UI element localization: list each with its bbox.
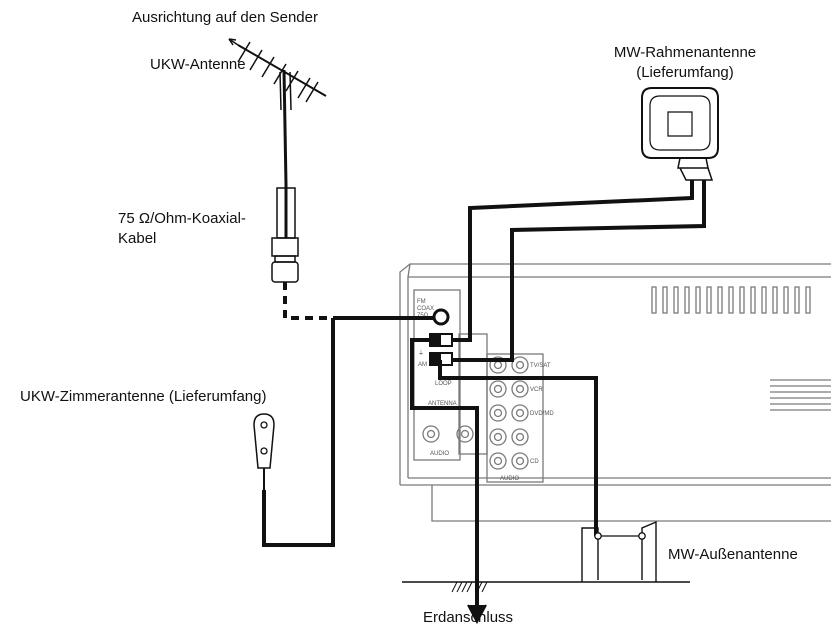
indoor-antenna-icon [253,318,335,547]
outdoor-am-antenna-label: MW-Außenantenne [668,546,798,563]
ground-wire [402,338,690,625]
jack-label-vcr: VCR [530,387,543,393]
direction-label: Ausrichtung auf den Sender [132,9,318,26]
side-vent-lines [770,379,831,411]
am-mark-label: AM [418,362,427,368]
fm-antenna-icon [228,38,327,186]
loop-antenna-label-line1: MW-Rahmenantenne [613,44,757,61]
receiver-back-panel [399,263,831,522]
indoor-antenna-label: UKW-Zimmerantenne (Lieferumfang) [20,388,267,405]
vent-slots [651,286,811,314]
fm-antenna-label: UKW-Antenne [150,56,246,73]
ground-label: Erdanschluss [423,609,514,626]
panel-text: FM COAX 75Ω ⏚ AM LOOP ANTENNA AUDIO AUDI… [417,299,554,482]
fm-jack-label-2: COAX [417,306,434,312]
loop-antenna-icon [641,87,719,181]
loop-antenna-cables [440,180,706,362]
coax-cable [271,185,450,326]
audio-board-label-2: AUDIO [500,476,519,482]
fm-jack-label-1: FM [417,299,426,305]
ground-mark-label: ⏚ [418,350,424,357]
jack-label-tv: TV/SAT [530,363,551,369]
coax-label-line2: Kabel [118,230,157,247]
outdoor-am-antenna-icon [438,360,657,582]
loop-antenna-label-line2: (Lieferumfang) [636,64,734,81]
loop-mark-label: LOOP [435,381,452,387]
jack-label-dvd: DVD/MD [530,411,554,417]
audio-board-label: AUDIO [430,451,449,457]
jack-label-cd: CD [530,459,539,465]
antenna-board-label: ANTENNA [428,401,457,407]
coax-label-line1: 75 Ω/Ohm-Koaxial- [118,210,246,227]
